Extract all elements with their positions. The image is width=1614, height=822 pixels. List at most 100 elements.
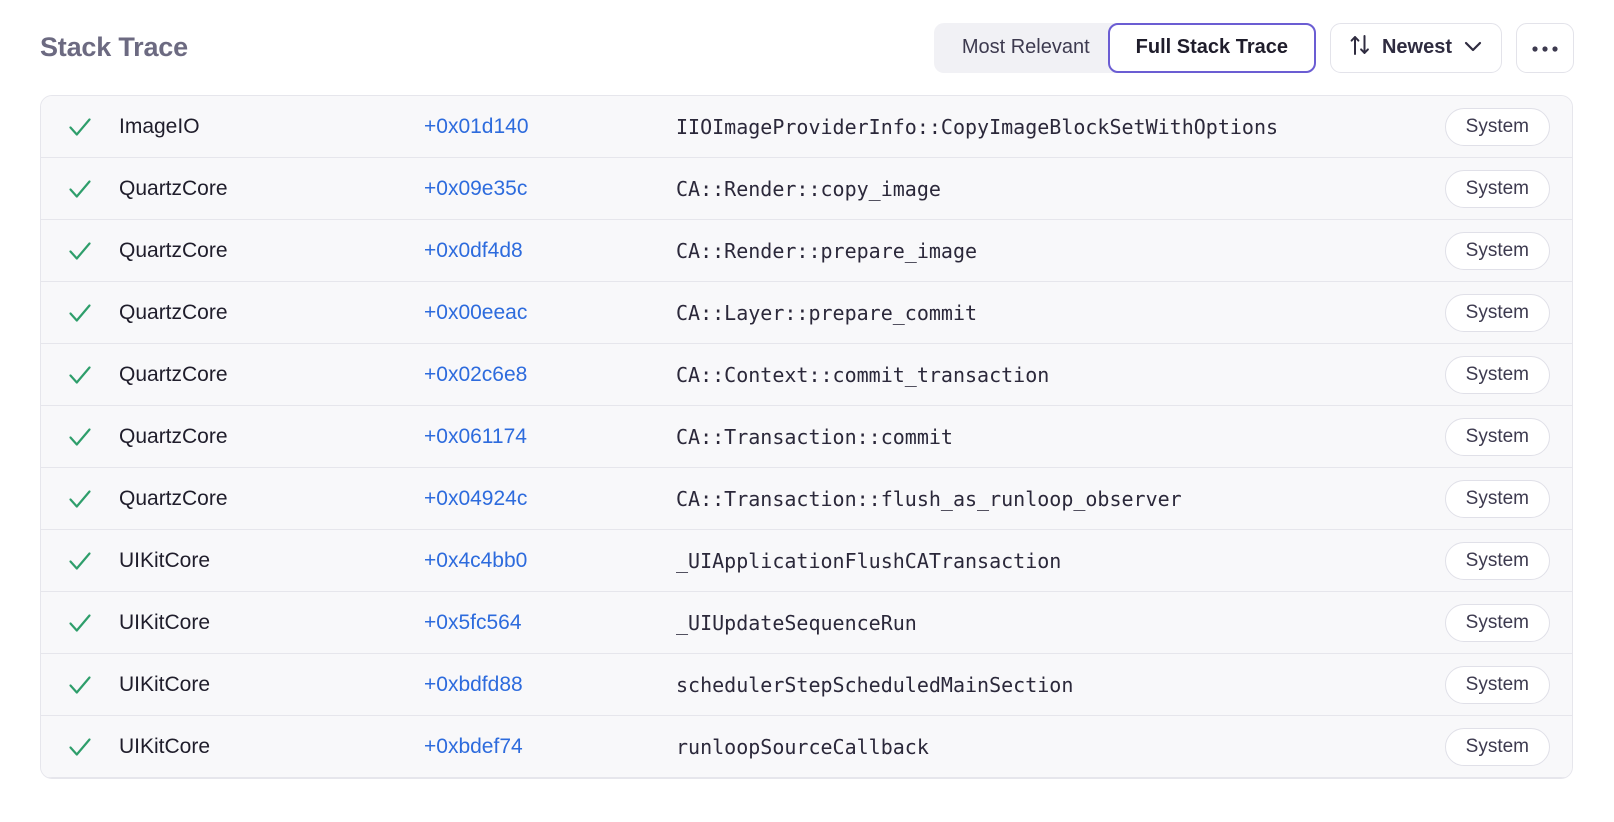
frame-symbol: CA::Layer::prepare_commit [676, 300, 978, 325]
frame-badge-cell: System [1444, 417, 1550, 456]
frame-checkmark [67, 300, 119, 326]
frame-symbol: _UIUpdateSequenceRun [676, 610, 917, 635]
frame-symbol: CA::Render::copy_image [676, 176, 941, 201]
status-badge: System [1444, 479, 1550, 518]
check-icon [69, 489, 91, 508]
check-icon [69, 675, 91, 694]
frame-binary-image: UIKitCore [119, 734, 211, 758]
table-row[interactable]: QuartzCore +0x061174 CA::Transaction::co… [41, 406, 1572, 468]
frame-binary-image: ImageIO [119, 114, 200, 138]
frame-symbol: runloopSourceCallback [676, 734, 929, 759]
check-icon [69, 551, 91, 570]
check-icon [69, 427, 91, 446]
frame-offset-link[interactable]: +0x01d140 [424, 114, 529, 138]
check-icon [69, 241, 91, 260]
frame-badge-cell: System [1444, 665, 1550, 704]
page-title: Stack Trace [40, 32, 188, 62]
frame-badge-cell: System [1444, 603, 1550, 642]
check-icon [69, 303, 91, 322]
chevron-down-icon [1463, 36, 1483, 59]
frame-checkmark [67, 734, 119, 760]
frame-offset-link[interactable]: +0xbdfd88 [424, 672, 523, 696]
panel-header: Stack Trace Most Relevant Full Stack Tra… [0, 0, 1614, 95]
frame-symbol: schedulerStepScheduledMainSection [676, 672, 1074, 697]
table-row[interactable]: ImageIO +0x01d140 IIOImageProviderInfo::… [41, 96, 1572, 158]
status-badge: System [1444, 417, 1550, 456]
frame-offset-link[interactable]: +0x0df4d8 [424, 238, 523, 262]
frame-badge-cell: System [1444, 107, 1550, 146]
frame-badge-cell: System [1444, 479, 1550, 518]
frame-binary-image: UIKitCore [119, 672, 211, 696]
frame-badge-cell: System [1444, 169, 1550, 208]
frame-offset-link[interactable]: +0x4c4bb0 [424, 548, 528, 572]
sort-updown-icon [1349, 33, 1371, 63]
status-badge: System [1444, 727, 1550, 766]
frame-binary-image: QuartzCore [119, 238, 228, 262]
header-controls: Most Relevant Full Stack Trace Newest [933, 22, 1574, 73]
frame-offset-link[interactable]: +0x02c6e8 [424, 362, 528, 386]
check-icon [69, 179, 91, 198]
frame-binary-image: UIKitCore [119, 548, 211, 572]
sort-label: Newest [1381, 36, 1452, 58]
status-badge: System [1444, 231, 1550, 270]
frame-binary-image: UIKitCore [119, 610, 211, 634]
frame-symbol: CA::Transaction::flush_as_runloop_observ… [676, 486, 1182, 511]
frame-binary-image: QuartzCore [119, 362, 228, 386]
frame-checkmark [67, 672, 119, 698]
frame-binary-image: QuartzCore [119, 424, 228, 448]
frame-checkmark [67, 610, 119, 636]
table-row[interactable]: QuartzCore +0x09e35c CA::Render::copy_im… [41, 158, 1572, 220]
table-row[interactable]: QuartzCore +0x0df4d8 CA::Render::prepare… [41, 220, 1572, 282]
table-row[interactable]: QuartzCore +0x00eeac CA::Layer::prepare_… [41, 282, 1572, 344]
frame-symbol: CA::Context::commit_transaction [676, 362, 1050, 387]
frame-symbol: CA::Transaction::commit [676, 424, 953, 449]
table-row[interactable]: QuartzCore +0x02c6e8 CA::Context::commit… [41, 344, 1572, 406]
check-icon [69, 737, 91, 756]
stack-view-segmented-control[interactable]: Most Relevant Full Stack Trace [933, 22, 1316, 73]
frame-binary-image: QuartzCore [119, 176, 228, 200]
table-row[interactable]: UIKitCore +0xbdfd88 schedulerStepSchedul… [41, 654, 1572, 716]
frame-symbol: IIOImageProviderInfo::CopyImageBlockSetW… [676, 114, 1279, 139]
frame-checkmark [67, 114, 119, 140]
frame-symbol: _UIApplicationFlushCATransaction [676, 548, 1062, 573]
status-badge: System [1444, 665, 1550, 704]
frame-offset-link[interactable]: +0x5fc564 [424, 610, 522, 634]
frame-checkmark [67, 238, 119, 264]
frame-offset-link[interactable]: +0x061174 [424, 424, 527, 448]
frame-symbol: CA::Render::prepare_image [676, 238, 978, 263]
status-badge: System [1444, 355, 1550, 394]
frame-checkmark [67, 424, 119, 450]
frame-badge-cell: System [1444, 293, 1550, 332]
status-badge: System [1444, 293, 1550, 332]
check-icon [69, 365, 91, 384]
check-icon [69, 117, 91, 136]
frame-offset-link[interactable]: +0x04924c [424, 486, 528, 510]
frame-offset-link[interactable]: +0x09e35c [424, 176, 528, 200]
frame-checkmark [67, 548, 119, 574]
frame-checkmark [67, 362, 119, 388]
table-row[interactable]: UIKitCore +0xbdef74 runloopSourceCallbac… [41, 716, 1572, 778]
status-badge: System [1444, 107, 1550, 146]
frame-badge-cell: System [1444, 541, 1550, 580]
frame-offset-link[interactable]: +0xbdef74 [424, 734, 523, 758]
tab-most-relevant[interactable]: Most Relevant [933, 22, 1126, 73]
status-badge: System [1444, 603, 1550, 642]
frame-badge-cell: System [1444, 727, 1550, 766]
tab-full-stack-trace[interactable]: Full Stack Trace [1107, 22, 1316, 73]
frame-binary-image: QuartzCore [119, 486, 228, 510]
frame-badge-cell: System [1444, 355, 1550, 394]
more-options-button[interactable] [1516, 22, 1574, 73]
table-row[interactable]: UIKitCore +0x5fc564 _UIUpdateSequenceRun… [41, 592, 1572, 654]
sort-button[interactable]: Newest [1329, 22, 1502, 73]
table-row[interactable]: UIKitCore +0x4c4bb0 _UIApplicationFlushC… [41, 530, 1572, 592]
status-badge: System [1444, 541, 1550, 580]
ellipsis-icon [1531, 36, 1559, 59]
frame-binary-image: QuartzCore [119, 300, 228, 324]
frame-checkmark [67, 176, 119, 202]
check-icon [69, 613, 91, 632]
stack-frame-table: ImageIO +0x01d140 IIOImageProviderInfo::… [40, 95, 1573, 779]
table-row[interactable]: QuartzCore +0x04924c CA::Transaction::fl… [41, 468, 1572, 530]
status-badge: System [1444, 169, 1550, 208]
frame-offset-link[interactable]: +0x00eeac [424, 300, 528, 324]
